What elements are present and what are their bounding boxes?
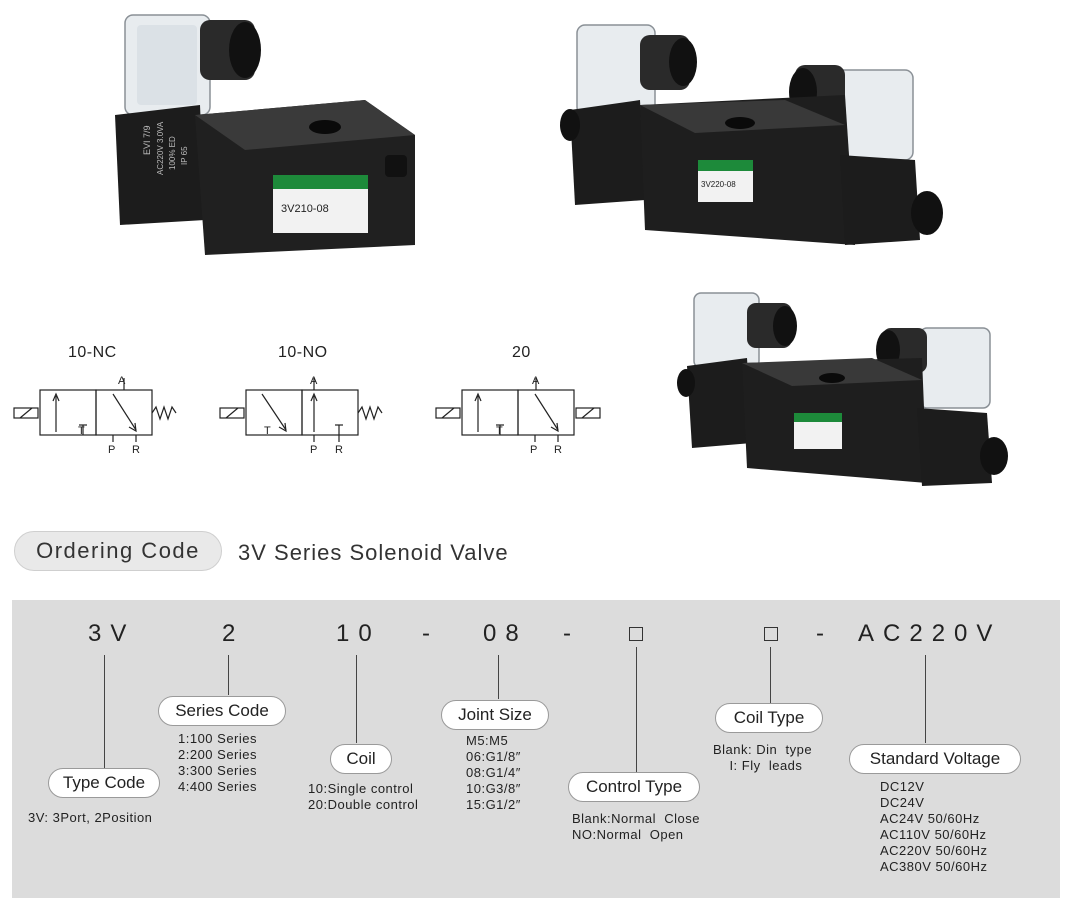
- double-solenoid-valve-photo-bottom: [677, 292, 1008, 486]
- svg-text:3V210-08: 3V210-08: [281, 203, 329, 215]
- port-a: A: [310, 375, 318, 387]
- connector-line: [770, 647, 771, 703]
- connector-line: [356, 655, 357, 743]
- symbol-title-20: 20: [512, 344, 531, 361]
- code-dash: -: [816, 620, 833, 647]
- port-r: R: [335, 444, 343, 455]
- code-voltage: AC220V: [858, 620, 1002, 647]
- svg-text:EVI 7/9: EVI 7/9: [142, 125, 152, 155]
- control-type-description: Blank:Normal Close NO:Normal Open: [572, 811, 700, 842]
- coil-type-label: Coil Type: [715, 703, 823, 733]
- port-t: T: [496, 425, 503, 437]
- valve-symbol-20: A T P R: [435, 375, 601, 455]
- svg-text:100% ED: 100% ED: [168, 136, 177, 170]
- coil-description: 10:Single control 20:Double control: [308, 781, 419, 812]
- joint-size-description: M5:M5 06:G1/8″ 08:G1/4″ 10:G3/8″ 15:G1/2…: [466, 733, 521, 812]
- coil-type-placeholder-box: [764, 627, 778, 646]
- series-title: 3V Series Solenoid Valve: [238, 540, 509, 565]
- port-a: A: [118, 375, 126, 387]
- port-t: T: [78, 425, 85, 437]
- coil-type-description: Blank: Din type I: Fly leads: [713, 742, 813, 773]
- symbol-title-10-nc: 10-NC: [68, 344, 117, 361]
- single-solenoid-valve-photo: EVI 7/9 AC220V 3.0VA 100% ED IP 65 3V210…: [115, 14, 415, 255]
- code-dash: -: [563, 620, 580, 647]
- connector-line: [228, 655, 229, 695]
- standard-voltage-description: DC12V DC24V AC24V 50/60Hz AC110V 50/60Hz…: [880, 779, 988, 874]
- valve-symbol-10-no: A T P R: [219, 375, 383, 455]
- code-dash: -: [422, 620, 439, 647]
- type-code-label: Type Code: [48, 768, 160, 798]
- port-a: A: [532, 375, 540, 387]
- connector-line: [498, 655, 499, 699]
- connector-line: [636, 647, 637, 772]
- code-series: 2: [222, 620, 245, 647]
- joint-size-label: Joint Size: [441, 700, 549, 730]
- standard-voltage-label: Standard Voltage: [849, 744, 1021, 774]
- coil-label: Coil: [330, 744, 392, 774]
- series-code-description: 1:100 Series 2:200 Series 3:300 Series 4…: [178, 731, 257, 794]
- control-type-label: Control Type: [568, 772, 700, 802]
- svg-text:IP 65: IP 65: [180, 146, 189, 165]
- port-r: R: [132, 444, 140, 455]
- type-code-description: 3V: 3Port, 2Position: [28, 810, 153, 825]
- port-r: R: [554, 444, 562, 455]
- code-coil: 10: [336, 620, 381, 647]
- port-p: P: [530, 444, 537, 455]
- port-p: P: [310, 444, 317, 455]
- double-solenoid-valve-photo-top: 3V220-08: [560, 24, 943, 245]
- code-joint-size: 08: [483, 620, 528, 647]
- symbol-title-10-no: 10-NO: [278, 344, 328, 361]
- connector-line: [925, 655, 926, 743]
- connector-line: [104, 655, 105, 768]
- code-type: 3V: [88, 620, 136, 647]
- series-code-label: Series Code: [158, 696, 286, 726]
- valve-symbol-10-nc: A T P R: [13, 375, 177, 455]
- port-p: P: [108, 444, 115, 455]
- port-t: T: [264, 425, 271, 437]
- ordering-code-badge: Ordering Code: [14, 531, 222, 571]
- svg-text:3V220-08: 3V220-08: [701, 180, 736, 189]
- svg-text:AC220V 3.0VA: AC220V 3.0VA: [156, 121, 165, 175]
- control-type-placeholder-box: [629, 627, 643, 646]
